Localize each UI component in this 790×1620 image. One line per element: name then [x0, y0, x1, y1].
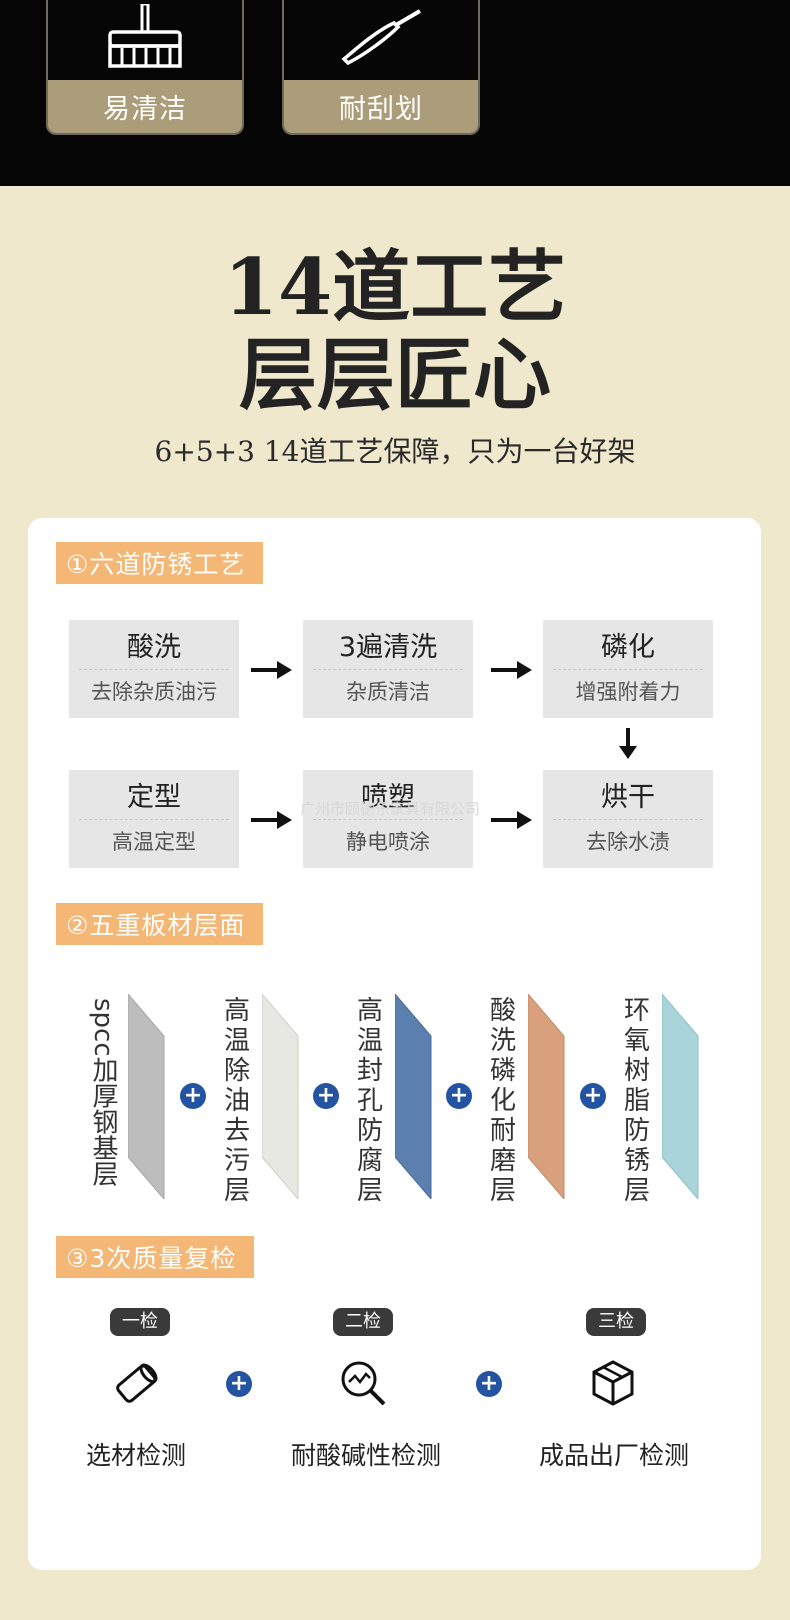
feature-card-scratch-resistant: 耐刮划 — [282, 0, 480, 135]
top-dark-band: 易清洁 耐刮划 — [0, 0, 790, 186]
box-icon — [592, 1360, 634, 1406]
scalpel-icon — [284, 0, 478, 78]
section1-tag: ①六道防锈工艺 — [56, 542, 264, 584]
headline-subtitle: 6+5+3 14道工艺保障，只为一台好架 — [154, 435, 636, 468]
plus-icon: + — [180, 1083, 206, 1109]
plus-icon: + — [313, 1083, 339, 1109]
arrow-right-icon — [251, 811, 292, 829]
section3-tag: ③3次质量复检 — [56, 1236, 255, 1278]
plate-layer-4 — [528, 994, 565, 1199]
feature-card-easy-clean: 易清洁 — [46, 0, 244, 135]
watermark: 广州市颐德乐家具有限公司 — [300, 800, 481, 818]
headline-line1: 14道工艺 — [223, 242, 567, 333]
layer-label: 高温封孔防腐层 — [356, 996, 383, 1206]
step-divider — [553, 819, 703, 820]
step-card: 酸洗 去除杂质油污 — [69, 620, 239, 718]
plus-icon: + — [446, 1083, 472, 1109]
step-subtitle: 静电喷涂 — [346, 830, 430, 854]
pipe-material-icon — [116, 1363, 158, 1403]
plate-layer-2 — [262, 994, 299, 1199]
step-divider — [553, 669, 703, 670]
plus-icon: + — [476, 1371, 502, 1397]
arrow-down-icon — [619, 728, 637, 759]
step-divider — [313, 669, 463, 670]
step-divider — [313, 819, 463, 820]
step-card: 喷塑 静电喷涂 — [303, 770, 473, 868]
step-subtitle: 增强附着力 — [575, 680, 681, 704]
step-subtitle: 高温定型 — [112, 830, 196, 854]
step-title: 磷化 — [601, 632, 655, 663]
step-card: 烘干 去除水渍 — [543, 770, 713, 868]
step-card: 磷化 增强附着力 — [543, 620, 713, 718]
check-badge: 一检 — [110, 1308, 170, 1336]
plate-layer-5 — [662, 994, 699, 1199]
layer-label: 酸洗磷化耐磨层 — [489, 996, 516, 1206]
check-label: 选材检测 — [85, 1441, 186, 1470]
plate-layer-1 — [128, 994, 165, 1199]
step-title: 喷塑 — [361, 782, 415, 813]
step-card: 定型 高温定型 — [69, 770, 239, 868]
feature-label: 易清洁 — [48, 80, 242, 133]
arrow-right-icon — [491, 811, 532, 829]
step-title: 3遍清洗 — [338, 632, 438, 663]
step-divider — [79, 819, 229, 820]
step-title: 酸洗 — [127, 632, 181, 663]
step-subtitle: 去除水渍 — [586, 830, 670, 854]
headline-line2: 层层匠心 — [238, 330, 551, 421]
broom-icon — [48, 0, 242, 78]
step-divider — [79, 669, 229, 670]
step-subtitle: 杂质清洁 — [346, 680, 430, 704]
check-label: 耐酸碱性检测 — [290, 1441, 441, 1470]
check-badge: 二检 — [333, 1308, 393, 1336]
section2-tag: ②五重板材层面 — [56, 903, 264, 945]
feature-label: 耐刮划 — [284, 80, 478, 133]
step-card: 3遍清洗 杂质清洁 — [303, 620, 473, 718]
step-subtitle: 去除杂质油污 — [91, 680, 217, 704]
magnifier-chart-icon — [341, 1361, 386, 1406]
layer-label: spcc加厚钢基层 — [88, 998, 118, 1187]
check-badge: 三检 — [586, 1308, 646, 1336]
arrow-right-icon — [251, 661, 292, 679]
check-label: 成品出厂检测 — [538, 1441, 689, 1470]
plate-layer-3 — [395, 994, 432, 1199]
step-title: 烘干 — [601, 782, 655, 813]
plus-icon: + — [580, 1083, 606, 1109]
arrow-right-icon — [491, 661, 532, 679]
plus-icon: + — [226, 1371, 252, 1397]
layer-label: 高温除油去污层 — [223, 996, 250, 1206]
layer-label: 环氧树脂防锈层 — [623, 996, 650, 1206]
step-title: 定型 — [127, 782, 181, 813]
process-panel: ①六道防锈工艺 酸洗 去除杂质油污 3遍清洗 杂质清洁 磷化 增强附着力 定型 … — [28, 518, 761, 1570]
